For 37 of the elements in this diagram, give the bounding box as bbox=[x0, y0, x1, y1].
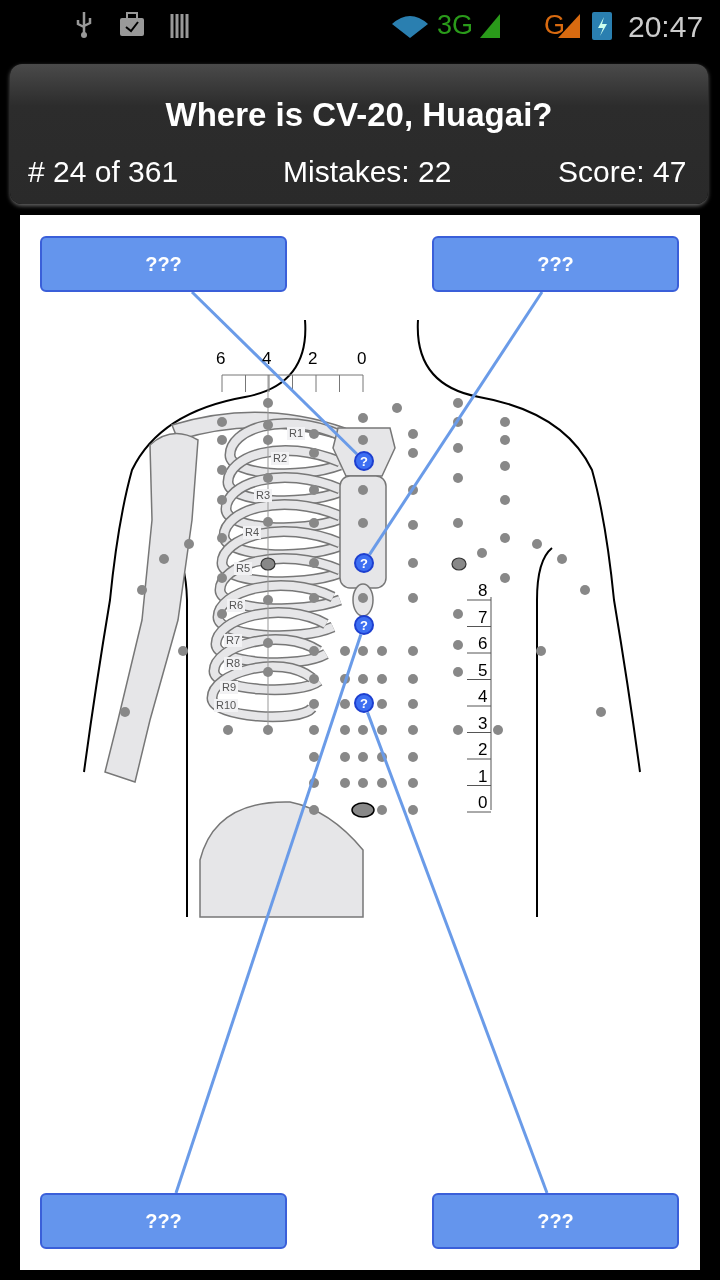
answer-button: ??? bbox=[432, 1193, 679, 1249]
rib-label: R3 bbox=[254, 489, 273, 502]
leader-line bbox=[368, 291, 544, 556]
scale-number: 0 bbox=[478, 794, 488, 811]
clock-time: 20:47 bbox=[628, 12, 704, 42]
leader-line bbox=[190, 290, 358, 456]
question-title: Where is CV-20, Huagai? bbox=[164, 98, 554, 131]
score-value: Score: 47 bbox=[558, 157, 687, 187]
rib-label: R2 bbox=[271, 452, 290, 465]
answer-button: ??? bbox=[432, 236, 679, 292]
network-type: G bbox=[544, 12, 565, 39]
scale-number: 1 bbox=[478, 767, 488, 785]
leader-line bbox=[174, 634, 363, 1194]
scale-number: 8 bbox=[478, 582, 488, 599]
answer-button: ??? bbox=[40, 236, 287, 292]
scale-number: 6 bbox=[216, 350, 226, 367]
scale-number: 6 bbox=[478, 635, 488, 652]
rib-label: R10 bbox=[214, 699, 239, 712]
rib-label: R5 bbox=[234, 562, 253, 575]
mistake-count: Mistakes: 22 bbox=[283, 157, 452, 187]
rib-label: R9 bbox=[220, 681, 239, 694]
network-type: 3G bbox=[437, 12, 474, 39]
scale-number: 7 bbox=[478, 608, 488, 626]
scale-number: 4 bbox=[478, 688, 488, 705]
rib-label: R7 bbox=[224, 634, 243, 647]
rib-label: R1 bbox=[287, 427, 306, 440]
question-counter: # 24 of 361 bbox=[28, 157, 179, 187]
scale-number: 4 bbox=[262, 350, 272, 367]
rib-label: R6 bbox=[227, 599, 246, 612]
scale-number: 5 bbox=[478, 661, 488, 679]
scale-number: 0 bbox=[357, 350, 367, 367]
rib-label: R4 bbox=[243, 526, 262, 539]
scale-number: 2 bbox=[478, 741, 488, 758]
rib-label: R8 bbox=[224, 657, 243, 670]
answer-button: ??? bbox=[40, 1193, 287, 1249]
scale-number: 2 bbox=[308, 350, 318, 367]
scale-number: 3 bbox=[478, 714, 488, 732]
